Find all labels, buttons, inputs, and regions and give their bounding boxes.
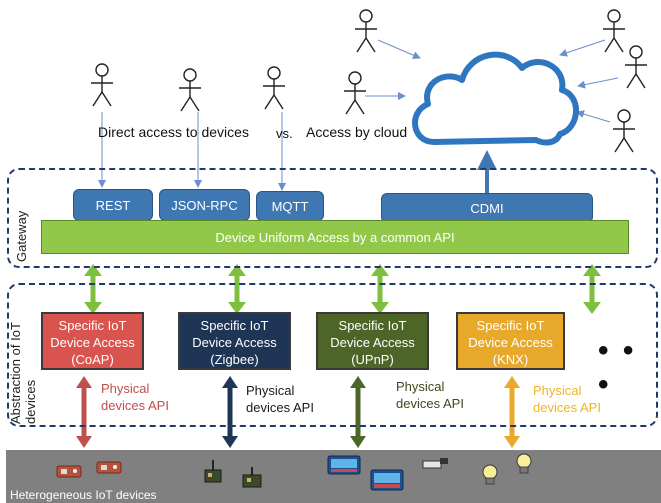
knx-device-access-box: Specific IoT Device Access (KNX) <box>456 312 565 370</box>
label-line: Physical <box>533 383 582 398</box>
box-line: Specific IoT <box>58 318 127 333</box>
zigbee-physical-api-label: Physical devices API <box>246 382 314 416</box>
box-line: (UPnP) <box>351 352 394 367</box>
box-line: Specific IoT <box>200 318 269 333</box>
user-to-cloud-line <box>559 39 606 57</box>
green-double-arrow <box>583 264 601 314</box>
stick-figure-icon <box>344 71 366 115</box>
cdmi-protocol-box: CDMI <box>381 193 593 223</box>
knx-physical-arrow <box>504 376 520 448</box>
stick-figure-icon <box>263 66 285 110</box>
vs-caption: vs. <box>276 126 293 141</box>
upnp-device-access-box: Specific IoT Device Access (UPnP) <box>316 312 429 370</box>
box-line: Device Access <box>50 335 135 350</box>
box-line: Device Access <box>192 335 277 350</box>
zigbee-module-icon <box>242 467 262 488</box>
box-line: (CoAP) <box>71 352 114 367</box>
coap-physical-arrow <box>76 376 92 448</box>
direct-access-caption: Direct access to devices <box>98 124 249 140</box>
rest-protocol-box: REST <box>73 189 153 221</box>
coap-physical-api-label: Physical devices API <box>101 380 169 414</box>
sensor-board-icon <box>96 461 122 474</box>
coap-device-access-box: Specific IoT Device Access (CoAP) <box>41 312 144 370</box>
stick-figure-icon <box>603 9 625 53</box>
zigbee-device-access-box: Specific IoT Device Access (Zigbee) <box>178 312 291 370</box>
light-bulb-icon <box>482 464 498 485</box>
label-line: Physical <box>246 383 295 398</box>
upnp-device-icon <box>370 469 404 491</box>
box-line: Specific IoT <box>338 318 407 333</box>
label-line: devices API <box>396 396 464 411</box>
user-to-cloud-line <box>577 77 619 89</box>
label-line: Physical <box>101 381 150 396</box>
label-line: devices API <box>533 400 601 415</box>
user-to-cloud-line <box>377 39 421 59</box>
heterogeneous-devices-label: Heterogeneous IoT devices <box>10 488 157 502</box>
green-double-arrow <box>84 264 102 314</box>
more-protocols-ellipsis: • • • <box>598 334 637 401</box>
gateway-label: Gateway <box>14 210 29 262</box>
box-line: Specific IoT <box>476 318 545 333</box>
label-line: devices API <box>246 400 314 415</box>
user-to-cloud-line <box>576 110 611 123</box>
cloud-icon <box>412 51 579 146</box>
stick-figure-icon <box>613 109 635 153</box>
box-line: (KNX) <box>492 352 529 367</box>
upnp-physical-arrow <box>350 376 366 448</box>
upnp-physical-api-label: Physical devices API <box>396 378 464 412</box>
stick-figure-icon <box>179 68 201 112</box>
stick-figure-icon <box>91 63 113 107</box>
zigbee-module-icon <box>204 460 222 483</box>
zigbee-physical-arrow <box>222 376 238 448</box>
green-double-arrow <box>371 264 389 314</box>
light-bulb-icon <box>516 453 532 474</box>
upnp-device-icon <box>327 455 361 475</box>
label-line: Physical <box>396 379 445 394</box>
stick-figure-icon <box>625 45 647 89</box>
json-rpc-protocol-box: JSON-RPC <box>159 189 250 221</box>
green-double-arrow <box>228 264 246 314</box>
uniform-access-bus: Device Uniform Access by a common API <box>41 220 629 254</box>
knx-physical-api-label: Physical devices API <box>533 382 601 416</box>
stick-figure-icon <box>355 9 377 53</box>
sensor-board-icon <box>56 465 82 478</box>
box-line: Device Access <box>468 335 553 350</box>
cloud-access-caption: Access by cloud <box>306 124 408 140</box>
abstraction-label: Abstraction of IoT devices <box>8 322 38 424</box>
box-line: (Zigbee) <box>210 352 259 367</box>
knx-switch-icon <box>422 458 448 469</box>
box-line: Device Access <box>330 335 415 350</box>
abstraction-zone <box>7 283 658 427</box>
label-line: devices API <box>101 398 169 413</box>
mqtt-protocol-box: MQTT <box>256 191 324 221</box>
gateway-zone <box>7 168 658 268</box>
